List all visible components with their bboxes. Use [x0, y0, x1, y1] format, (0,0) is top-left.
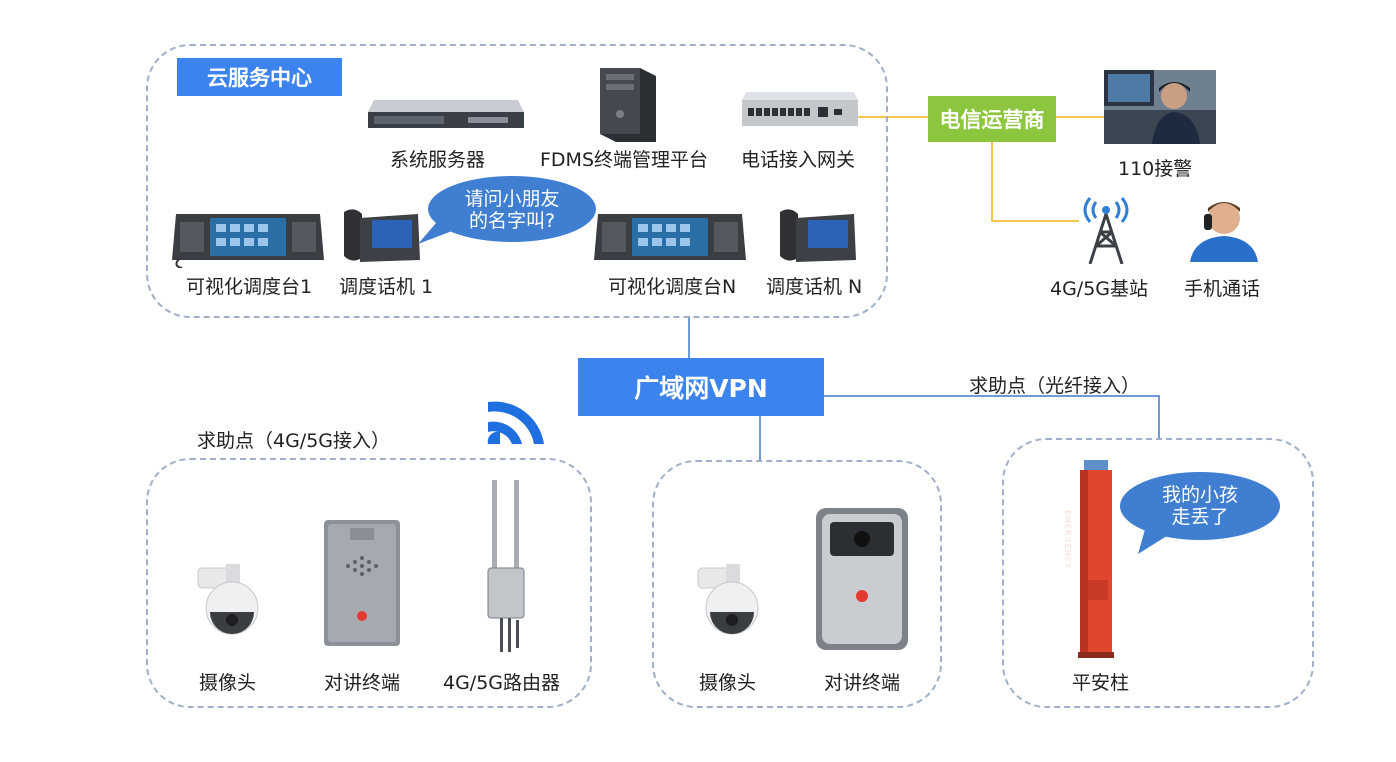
dispatcher-bubble-line-2: 的名字叫? [468, 210, 556, 232]
dispatch-console-1-icon [172, 210, 324, 268]
intercom-mid-label: 对讲终端 [824, 672, 901, 694]
child-speech-bubble [1118, 470, 1282, 556]
fdms-tower-icon [600, 62, 656, 142]
dispatch-phone-n-label: 调度话机 N [766, 276, 863, 298]
cloud-title: 云服务中心 [177, 58, 342, 96]
wan-vpn-box: 广域网VPN [578, 358, 824, 416]
wifi-signal-icon [478, 392, 552, 452]
base-station-icon [1076, 192, 1136, 264]
link-carrier-police [1056, 116, 1104, 118]
mobile-user-photo [1184, 192, 1264, 262]
dispatch-phone-1-icon [340, 206, 420, 262]
link-wan-mid [759, 416, 761, 462]
safety-pillar-text: EMERGENCY [1063, 510, 1072, 570]
router-4g-label: 4G/5G路由器 [443, 672, 561, 694]
server-icon [368, 90, 524, 132]
mobile-call-label: 手机通话 [1184, 278, 1261, 300]
link-gateway-carrier [856, 116, 928, 118]
camera-mid-icon [696, 560, 762, 638]
gateway-label: 电话接入网关 [741, 149, 856, 171]
gateway-icon [742, 92, 858, 128]
base-station-label: 4G/5G基站 [1050, 278, 1149, 300]
child-bubble-line-2: 走丢了 [1171, 506, 1229, 528]
intercom-4g-icon [324, 520, 400, 646]
camera-mid-label: 摄像头 [699, 672, 757, 694]
link-carrier-station [991, 220, 1079, 222]
safety-pillar-icon [1078, 460, 1114, 658]
intercom-mid-icon [816, 508, 908, 650]
link-wan-fiber-v [1158, 395, 1160, 439]
dispatcher-bubble-line-1: 请问小朋友 [464, 188, 560, 210]
fdms-label: FDMS终端管理平台 [540, 149, 709, 171]
help-fiber-title: 求助点（光纤接入） [969, 375, 1141, 397]
intercom-4g-label: 对讲终端 [324, 672, 401, 694]
camera-4g-icon [196, 560, 262, 638]
telecom-carrier-box: 电信运营商 [928, 96, 1056, 142]
dispatch-console-1-label: 可视化调度台1 [186, 276, 313, 298]
dispatch-console-n-icon [594, 210, 746, 268]
link-cloud-wan [688, 316, 690, 360]
help-point-mid-zone [652, 460, 942, 708]
dispatch-phone-1-label: 调度话机 1 [339, 276, 434, 298]
system-server-label: 系统服务器 [390, 149, 486, 171]
police-operator-photo [1104, 70, 1216, 144]
router-4g-icon [482, 480, 530, 652]
help-point-fiber-zone [1002, 438, 1314, 708]
help-4g-title: 求助点（4G/5G接入） [197, 430, 391, 452]
help-point-4g-zone [146, 458, 592, 708]
camera-4g-label: 摄像头 [199, 672, 257, 694]
link-wan-fiber-h [824, 395, 1160, 397]
police-label: 110接警 [1118, 158, 1193, 180]
dispatch-console-n-label: 可视化调度台N [608, 276, 737, 298]
dispatch-phone-n-icon [776, 206, 856, 262]
safety-pillar-label: 平安柱 [1072, 672, 1130, 694]
child-bubble-line-1: 我的小孩 [1161, 484, 1238, 506]
cloud-service-zone [146, 44, 888, 318]
link-carrier-down [991, 142, 993, 222]
dispatcher-speech-bubble [412, 176, 596, 246]
